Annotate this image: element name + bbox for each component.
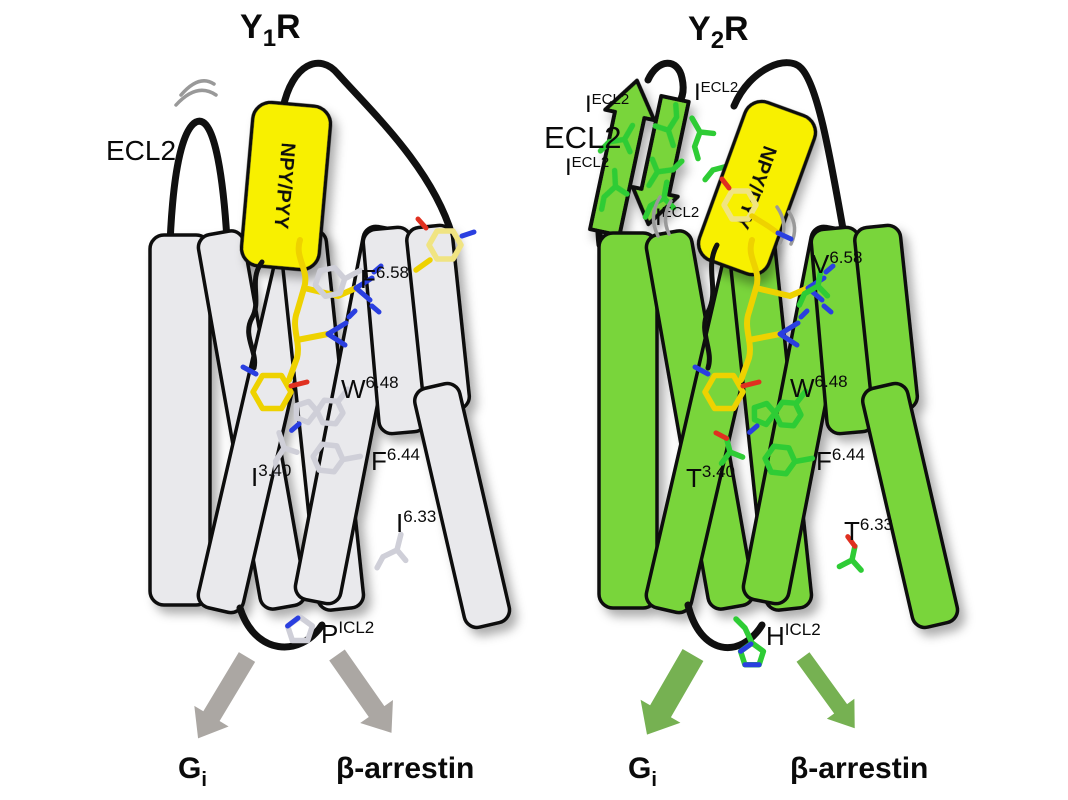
y1-label-i340: I3.40 [251, 461, 291, 492]
helix [412, 381, 512, 630]
y1-signaling: Gi β-arrestin [178, 649, 474, 791]
y2-nterm-loop [730, 59, 849, 244]
y1-motion-marks [174, 79, 218, 107]
y1-arrestin-arrow [329, 649, 393, 733]
y2-ligand-box [696, 99, 818, 277]
y2-helix-bundle [597, 223, 960, 630]
y2-peptide-backbone [702, 242, 720, 371]
y1-arrestin-label: β-arrestin [336, 752, 474, 785]
y1-label-w648: W6.48 [341, 373, 399, 404]
y1-nterm-loop [279, 59, 456, 239]
y1-ligand-box [239, 100, 333, 272]
y1-ligand: NPY/PYY [239, 100, 333, 272]
y2-label-iecl2-top-left: IECL2 [585, 91, 629, 118]
y2-label-v658: V6.58 [812, 248, 862, 279]
y1-helix-bundle [148, 223, 512, 630]
y2-icl-loop [684, 601, 766, 652]
y1-ligand-sticks [243, 216, 477, 409]
y1-title: Y1R [240, 8, 301, 52]
y2-panel: Y2R ECL2 IECL2 IECL2 IECL2 IECL2 [544, 10, 960, 791]
helix [148, 233, 212, 607]
y2-ecl2-hairpin [588, 78, 691, 238]
y2-label-iecl2-mid-left: IECL2 [565, 154, 609, 181]
y1-ecl2-label: ECL2 [106, 135, 176, 166]
y1-peptide-backbone [246, 259, 265, 371]
y1-panel: Y1R ECL2 NPY/PYY [106, 8, 512, 791]
y1-label-f658: F6.58 [360, 263, 409, 294]
y2-label-hicl2: HICL2 [766, 620, 821, 651]
y2-arrestin-arrow [796, 652, 855, 729]
y1-label-f644: F6.44 [371, 445, 420, 476]
y1-label-picl2: PICL2 [321, 618, 374, 649]
helix [597, 231, 659, 610]
y2-label-w648: W6.48 [790, 372, 848, 403]
y1-gi-arrow [194, 652, 256, 739]
y1-icl-loop [236, 604, 326, 651]
y1-label-i633: I6.33 [396, 507, 436, 538]
y2-label-t633: T6.33 [844, 515, 893, 546]
y2-ecl2-label: ECL2 [544, 120, 622, 155]
y2-ligand-sticks [695, 176, 833, 409]
y2-ecl2-strand-down [630, 94, 691, 227]
y2-title: Y2R [688, 10, 749, 54]
y2-signaling: Gi β-arrestin [628, 649, 928, 791]
y2-label-iecl2-top-right: IECL2 [694, 79, 738, 106]
y2-arrestin-label: β-arrestin [790, 752, 928, 785]
y2-gi-label: Gi [628, 752, 657, 791]
y2-label-f644: F6.44 [816, 445, 865, 476]
y2-label-iecl2-bottom: IECL2 [655, 204, 699, 231]
y2-tyrosine-top-sticks [719, 176, 794, 242]
y2-gi-arrow [640, 649, 704, 735]
y2-label-t340: T3.40 [686, 462, 735, 493]
y1-gi-label: Gi [178, 752, 207, 791]
y1-tyrosine-top-sticks [413, 216, 477, 273]
helix [860, 381, 960, 630]
